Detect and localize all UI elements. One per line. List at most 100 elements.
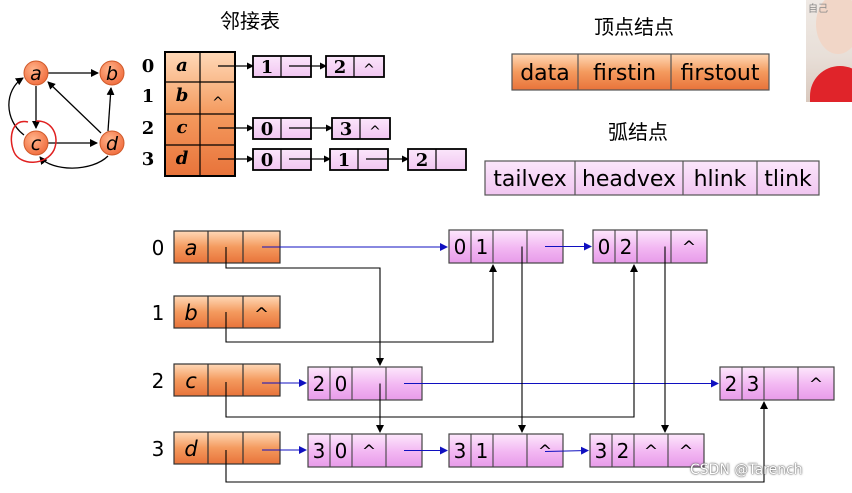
edge-d-a bbox=[47, 81, 102, 134]
adj-link-node: 0 bbox=[252, 148, 312, 171]
adj-row-vertex: a bbox=[176, 55, 188, 76]
video-overlay-text: 自己 bbox=[808, 4, 828, 15]
arc-null-tlink: ^ bbox=[682, 238, 696, 258]
presenter-face bbox=[816, 0, 852, 54]
graph-node-circle bbox=[23, 60, 49, 86]
adj-link-node: 1 bbox=[252, 55, 312, 78]
adj-link-index: 0 bbox=[261, 150, 274, 171]
red-annotation-circle bbox=[10, 120, 57, 163]
arc-node-box bbox=[307, 366, 423, 401]
arc-node-field-headvex: headvex bbox=[582, 167, 676, 192]
adj-link-box bbox=[407, 148, 467, 171]
graph-node-circle bbox=[99, 60, 125, 86]
firstin-d bbox=[225, 401, 768, 483]
graph-node-c: c bbox=[23, 130, 49, 156]
adj-link-index: 3 bbox=[340, 119, 353, 140]
arc-tailvex: 3 bbox=[313, 439, 326, 463]
adj-row-index: 3 bbox=[142, 149, 155, 170]
arc-null-tlink: ^ bbox=[538, 442, 552, 462]
presenter-shirt bbox=[810, 66, 852, 102]
adj-link-node: 2 bbox=[407, 148, 467, 171]
arc-tailvex: 2 bbox=[725, 372, 738, 396]
adj-link-index: 0 bbox=[261, 119, 274, 140]
arc-null-hlink: ^ bbox=[644, 442, 658, 462]
vertex-node-box bbox=[173, 295, 281, 329]
arc-headvex: 1 bbox=[476, 439, 489, 463]
edge-c-a bbox=[8, 77, 25, 136]
firstin-b bbox=[225, 264, 497, 343]
adj-link-node: 1 bbox=[329, 148, 389, 171]
vertex-data: b bbox=[184, 301, 197, 325]
arc-node-box bbox=[484, 160, 820, 196]
arc-headvex: 2 bbox=[617, 439, 630, 463]
firstin-a bbox=[225, 247, 384, 366]
vertex-node-c: c bbox=[173, 363, 281, 397]
graph-node-circle bbox=[23, 130, 49, 156]
adjacency-title: 邻接表 bbox=[220, 9, 280, 33]
vertex-data: a bbox=[185, 236, 198, 260]
vertex-null-firstout: ^ bbox=[254, 304, 269, 325]
vertex-node-b: b^ bbox=[173, 295, 281, 329]
edge-d-c bbox=[39, 155, 109, 169]
vertex-node-title: 顶点结点 bbox=[594, 15, 674, 39]
vertex-node-box bbox=[173, 363, 281, 397]
vertex-index-0: 0 bbox=[152, 236, 165, 260]
adj-link-node: 2^ bbox=[325, 55, 385, 78]
arc-node-field-tlink: tlink bbox=[764, 167, 812, 192]
adj-null-pointer: ^ bbox=[369, 124, 381, 140]
graph-node-d: d bbox=[99, 130, 125, 156]
adj-link-index: 1 bbox=[261, 57, 274, 78]
vertex-index-1: 1 bbox=[152, 301, 165, 325]
graph-node-label: d bbox=[106, 133, 119, 155]
adj-link-index: 2 bbox=[334, 57, 347, 78]
arc-tailvex: 0 bbox=[454, 235, 467, 259]
arc-node-box bbox=[307, 433, 423, 468]
graph-node-a: a bbox=[23, 60, 49, 86]
arc-node-box bbox=[719, 366, 835, 401]
arc-null-tlink: ^ bbox=[679, 442, 693, 462]
adj-link-node: 3^ bbox=[331, 117, 391, 140]
vertex-node-box bbox=[173, 431, 281, 465]
vertex-index-2: 2 bbox=[152, 369, 165, 393]
arc-tailvex: 3 bbox=[454, 439, 467, 463]
arc-node-box bbox=[448, 433, 564, 468]
arc-headvex: 0 bbox=[335, 372, 348, 396]
adj-row-vertex: b bbox=[176, 85, 189, 106]
arc-node-title: 弧结点 bbox=[608, 120, 668, 144]
adj-link-box bbox=[325, 55, 385, 78]
adj-null-pointer: ^ bbox=[212, 95, 224, 111]
adj-row-index: 1 bbox=[142, 86, 155, 107]
arc-node-box bbox=[589, 433, 705, 468]
adj-row-vertex: c bbox=[177, 117, 188, 138]
arc-null-hlink: ^ bbox=[362, 442, 376, 462]
arc-headvex: 0 bbox=[335, 439, 348, 463]
adj-row-vertex: d bbox=[176, 148, 189, 169]
adj-row-index: 0 bbox=[142, 56, 155, 77]
adj-link-box bbox=[331, 117, 391, 140]
presenter-video: 自己 bbox=[806, 0, 852, 102]
arc-headvex: 3 bbox=[747, 372, 760, 396]
edge-d-b bbox=[106, 87, 115, 132]
adj-link-node: 0 bbox=[252, 117, 312, 140]
vertex-node-field-firstin: firstin bbox=[593, 61, 656, 86]
arc-node-box bbox=[592, 229, 708, 264]
arc-headvex: 2 bbox=[620, 235, 633, 259]
vertex-node-d: d bbox=[173, 431, 281, 465]
arc-node-field-hlink: hlink bbox=[694, 167, 747, 192]
adj-link-index: 2 bbox=[416, 150, 429, 171]
vertex-node-field-firstout: firstout bbox=[680, 61, 759, 86]
vertex-node-field-data: data bbox=[520, 61, 570, 86]
graph-node-label: c bbox=[31, 133, 42, 155]
arc-tailvex: 3 bbox=[595, 439, 608, 463]
